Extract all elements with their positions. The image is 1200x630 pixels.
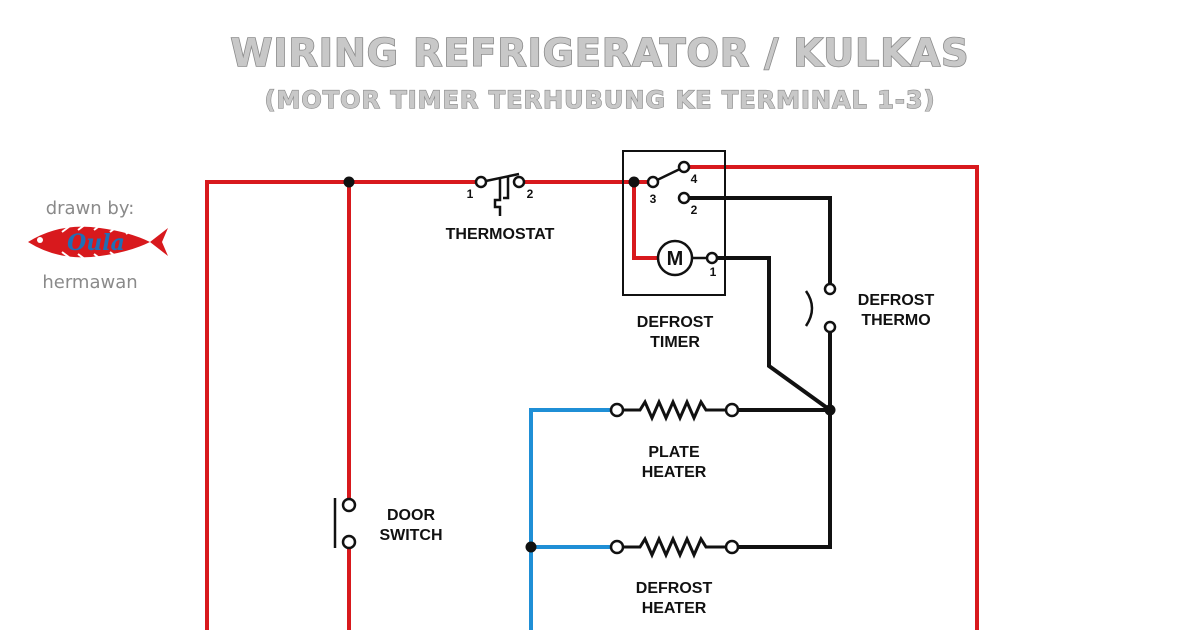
wire-junction-to-defrost-heater [732,410,832,549]
junction-node-heaters [824,404,836,416]
defrost-timer-terminal-1 [705,251,719,265]
wire-motor-pin1-to-junction [712,256,832,412]
wire-timer-internal-3-to-motor [632,182,657,260]
plate-heater-component: PLATE HEATER [609,398,740,481]
defrost-timer-box [622,150,726,296]
defrost-thermo-terminal-bottom [823,320,837,334]
thermostat-terminal-1 [474,175,488,189]
defrost-timer-label-2: TIMER [650,334,700,351]
wire-neutral-plate-heater [529,408,617,630]
diagram-subtitle: (MOTOR TIMER TERHUBUNG KE TERMINAL 1-3) [264,86,935,114]
defrost-timer-label-1: DEFROST [637,314,714,331]
defrost-heater-component: DEFROST HEATER [609,535,740,617]
defrost-timer-component: M 3 4 2 1 DEFROST TIMER [622,150,726,351]
door-switch-label-2: SWITCH [379,527,442,544]
thermostat-pin-1: 1 [467,187,474,201]
plate-heater-terminal-left [609,402,625,418]
door-switch-terminal-bottom [341,534,357,550]
defrost-thermo-label-1: DEFROST [858,292,935,309]
defrost-timer-motor-symbol: M [667,248,684,270]
defrost-heater-terminal-left [609,539,625,555]
wire-timer-pin4-return [684,165,979,630]
junction-node-line [343,176,355,188]
credit-author: hermawan [42,272,137,293]
credit-drawn-by: drawn by: [46,198,135,219]
defrost-timer-pin-3: 3 [650,192,657,206]
defrost-thermo-terminal-top [823,282,837,296]
door-switch-terminal-top [341,497,357,513]
diagram-title: WIRING REFRIGERATOR / KULKAS [230,31,969,75]
thermostat-terminal-2 [512,175,526,189]
defrost-timer-terminal-3 [646,175,660,189]
wire-timer-pin2-to-defrost-thermo [684,196,832,289]
defrost-timer-terminal-4 [677,160,691,174]
defrost-thermo-label-2: THERMO [861,312,930,329]
defrost-heater-label-1: DEFROST [636,580,713,597]
thermostat-actuator [493,178,502,216]
plate-heater-label-2: HEATER [642,464,707,481]
credit-block: drawn by: Oula hermawan [28,198,168,293]
thermostat-label: THERMOSTAT [446,226,555,243]
defrost-heater-resistor [617,535,732,559]
defrost-heater-terminal-right [724,539,740,555]
defrost-timer-pin-2: 2 [691,203,698,217]
door-switch-component: DOOR SWITCH [333,497,443,550]
fish-logo-icon: Oula [28,223,168,261]
junction-node-timer [628,176,640,188]
defrost-thermo-component: DEFROST THERMO [804,282,935,334]
defrost-heater-label-2: HEATER [642,600,707,617]
defrost-thermo-bimetal [804,290,814,327]
plate-heater-label-1: PLATE [648,444,700,461]
defrost-timer-pin-4: 4 [691,172,698,186]
defrost-timer-pin-1: 1 [710,265,717,279]
junction-node-neutral [525,541,537,553]
plate-heater-terminal-right [724,402,740,418]
logo-text: Oula [67,230,125,256]
plate-heater-resistor [617,398,732,422]
thermostat-pin-2: 2 [527,187,534,201]
door-switch-label-1: DOOR [387,507,435,524]
defrost-timer-terminal-2 [677,191,691,205]
wire-line-left-rail [205,180,481,630]
thermostat-component: 1 2 THERMOSTAT [446,172,555,243]
